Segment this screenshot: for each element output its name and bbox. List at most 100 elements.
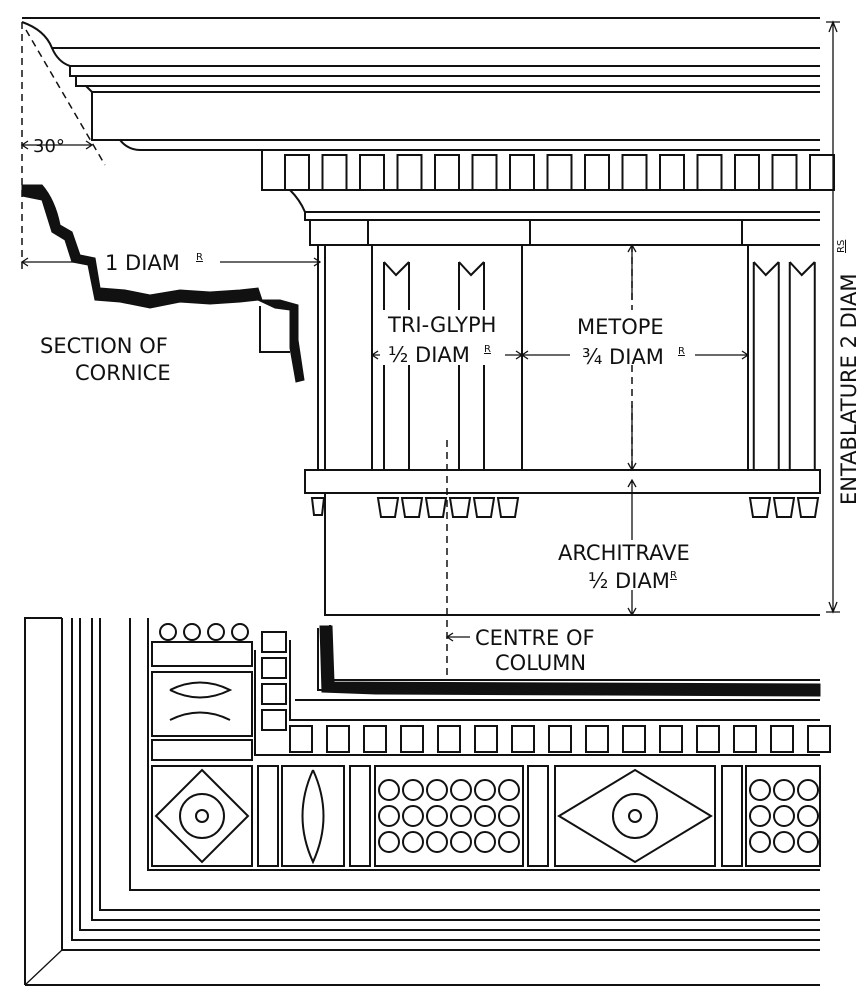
gutta-circle [773,805,795,827]
gutta-circle [231,623,249,641]
triglyph-sup: R [484,344,491,355]
gutta-circle [797,805,819,827]
leaf-ornament-icon [301,769,325,865]
gutta-circle [450,779,472,801]
guttae-row [310,497,820,518]
dentil [584,154,610,191]
gutta-circle [773,831,795,853]
soffit-dentil [548,725,572,753]
gutta [400,497,424,518]
metope-dim-label: ¾ DIAM [582,345,664,369]
architrave-dim-label: ½ DIAM [588,569,670,593]
soffit-coffer [721,765,743,867]
gutta-circle [773,779,795,801]
angle-label: 30° [33,136,65,157]
gutta-circle [402,779,424,801]
rosette-icon [612,793,658,839]
triglyph-group [383,261,816,470]
gutta-circle [402,831,424,853]
soffit-dentil [733,725,757,753]
dentil [659,154,685,191]
soffit-coffer [374,765,524,867]
gutta-circle [426,779,448,801]
architrave [324,493,820,616]
gutta-circle [498,831,520,853]
gutta-circle [450,831,472,853]
gutta-circle [749,831,771,853]
dentil [509,154,535,191]
gutta-circle [474,831,496,853]
triglyph-glyph [383,261,410,470]
soffit-coffer [281,765,345,867]
dentil [396,154,423,191]
guttae-panel-ornament [151,671,253,737]
soffit-dentil [261,631,287,653]
gutta-circle [378,831,400,853]
gutta-circle [749,805,771,827]
soffit-coffer [745,765,821,867]
rosette-centre [195,809,209,823]
soffit-dentil [807,725,831,753]
gutta-circle [498,805,520,827]
dentil [471,154,498,191]
rosette-icon [179,793,225,839]
gutta-circle [498,779,520,801]
soffit-panel [151,641,253,667]
labels: 30° 1 DIAM R SECTION OF CORNICE TRI-GLYP… [33,136,861,675]
section-fascia [259,306,290,353]
dentil [809,154,835,191]
dentil [771,154,798,191]
dentil [621,154,648,191]
gutta [496,497,520,518]
soffit-dentil [400,725,424,753]
one-diam-label: 1 DIAM [105,251,180,275]
dentil [546,154,573,191]
gutta-circle [797,831,819,853]
gutta [748,497,772,518]
soffit-coffer [349,765,371,867]
gutta-circle [378,805,400,827]
gutta-circle [183,623,201,641]
gutta-circle [402,805,424,827]
gutta [796,497,820,518]
leaf-ornament-icon [169,681,233,721]
soffit-dentil [261,683,287,705]
soffit-coffer [151,765,253,867]
triglyph-glyph [458,261,485,470]
coffer-diamond [154,768,250,864]
soffit-dentil [696,725,720,753]
soffit-coffer [554,765,716,867]
cornice-section-profile [21,184,305,383]
gutta [772,497,796,518]
dentil [321,154,348,191]
gutta [424,497,448,518]
section-label-1: SECTION OF [40,334,168,358]
dentil [696,154,723,191]
one-diam-sup: R [196,252,203,263]
soffit-dentil [261,709,287,731]
gutta-circle [378,779,400,801]
soffit-dentil [261,657,287,679]
soffit-dentil-row [261,631,831,753]
gutta-circle [474,779,496,801]
centre-label-2: COLUMN [495,651,586,675]
soffit-panel [151,739,253,761]
gutta [310,497,326,516]
gutta [448,497,472,518]
gutta-circle [207,623,225,641]
soffit-dentil [474,725,498,753]
soffit-plan [24,617,831,986]
soffit-dentil [363,725,387,753]
gutta-circle [797,779,819,801]
dentil [434,154,460,191]
dentil-row [284,154,835,191]
centre-label-1: CENTRE OF [475,626,595,650]
soffit-dentil [511,725,535,753]
entablature-sup: RS [836,240,847,253]
soffit-panels [151,623,821,867]
cornice-elevation [21,17,835,246]
soffit-dentil [770,725,794,753]
gutta-circle [159,623,177,641]
soffit-dentil [585,725,609,753]
